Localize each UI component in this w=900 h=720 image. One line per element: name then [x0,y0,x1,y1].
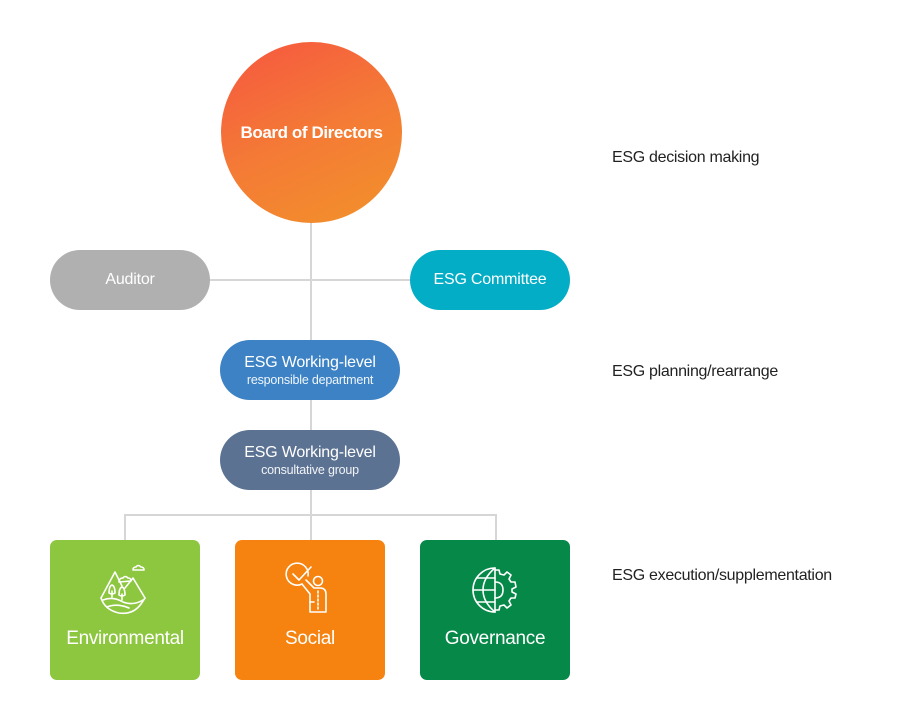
social-box: Social [235,540,385,680]
esg-committee-node: ESG Committee [410,250,570,310]
working-level-group-node: ESG Working-level consultative group [220,430,400,490]
social-label: Social [285,628,335,649]
working-level-department-node: ESG Working-level responsible department [220,340,400,400]
working-level-department-subtitle: responsible department [246,372,374,387]
auditor-label: Auditor [105,271,155,288]
role-label-execution: ESG execution/supplementation [612,567,832,584]
mountain-nature-icon [100,564,146,615]
globe-gear-icon [472,567,517,613]
governance-box: Governance [420,540,570,680]
governance-label: Governance [444,628,546,649]
environmental-box: Environmental [50,540,200,680]
working-level-group-title: ESG Working-level [244,443,376,461]
auditor-node: Auditor [50,250,210,310]
connector-to-governance [495,514,497,541]
esg-committee-label: ESG Committee [433,271,547,288]
role-label-decision-making: ESG decision making [612,149,760,166]
board-of-directors-node: Board of Directors [221,42,402,223]
working-level-group-subtitle: consultative group [261,462,359,477]
connector-to-environmental [124,514,126,541]
environmental-label: Environmental [66,628,184,649]
role-label-planning: ESG planning/rearrange [612,363,778,380]
board-of-directors-label: Board of Directors [240,122,383,142]
working-level-department-title: ESG Working-level [244,353,376,371]
connector-to-social [310,514,312,541]
connector-auditor-committee [208,279,412,281]
person-checkmark-icon [285,562,327,613]
